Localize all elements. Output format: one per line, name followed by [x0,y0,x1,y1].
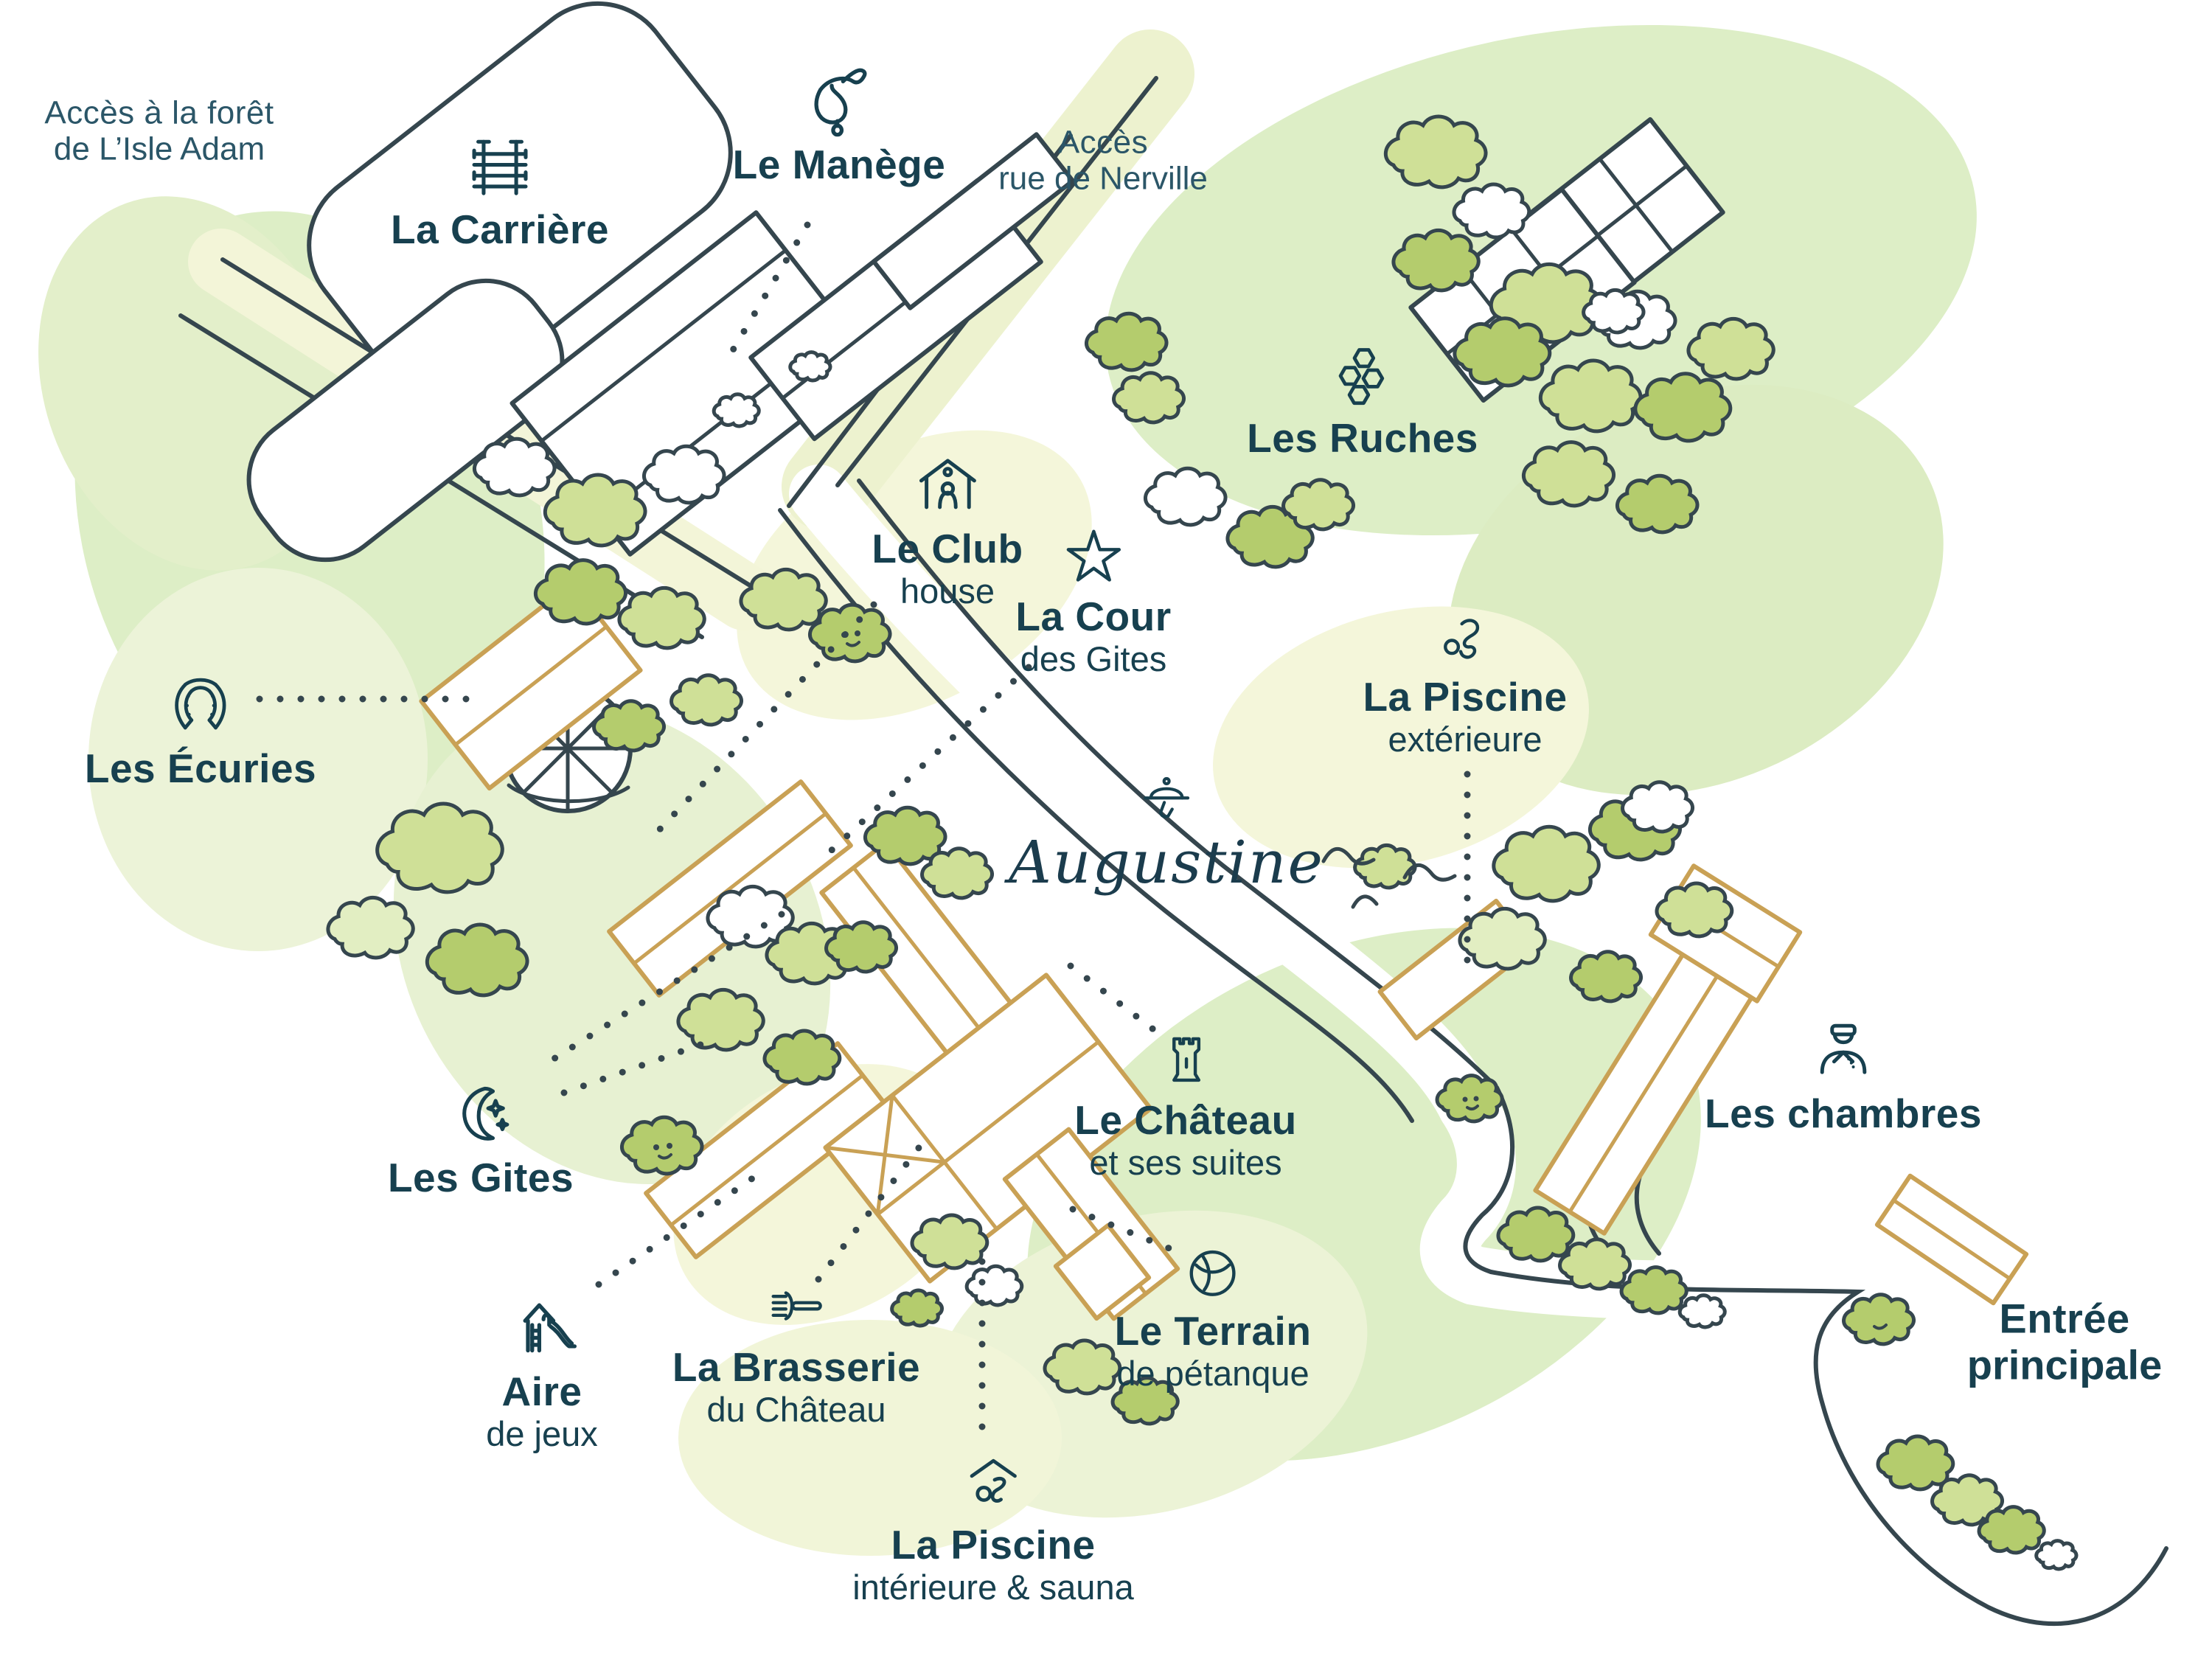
place-subtitle: house [900,571,995,611]
place-title: Entrée [1999,1295,2130,1342]
fence-icon [472,139,528,195]
label-terrain-petanque: Le Terrain de pétanque [1115,1244,1312,1393]
access-note-line: Accès à la forêt [44,94,274,131]
label-piscine-exterieure: La Piscine extérieure [1363,610,1567,759]
label-entree-principale: Entrée principale [1967,1295,2163,1388]
place-subtitle: des Gites [1020,639,1167,678]
access-note-line: Accès [1057,124,1149,161]
carriere-arena [246,1,733,563]
swimmer-icon [1443,619,1479,659]
place-title: Aire [501,1368,582,1414]
saddle-icon [814,68,867,137]
label-aire-de-jeux: Aire de jeux [486,1293,598,1453]
place-title: Les Ruches [1247,415,1478,462]
trees [328,116,2078,1570]
label-chateau: Le Château et ses suites [1074,1033,1296,1182]
place-title: principale [1966,1341,2163,1388]
place-title: Les Gites [387,1155,574,1201]
honeycomb-icon [1338,348,1385,406]
cloche-icon [1144,776,1189,818]
place-title: Les chambres [1705,1091,1982,1137]
playground-icon [523,1303,577,1353]
place-title: Le Manège [732,142,946,188]
place-subtitle: de jeux [486,1413,598,1453]
tower-icon [1172,1037,1200,1082]
place-subtitle: et ses suites [1089,1142,1282,1182]
access-note-line: rue de Nerville [998,161,1208,197]
access-note-line: de L’Isle Adam [53,131,265,167]
moon-icon [462,1086,509,1141]
chateau-building [823,973,1180,1321]
place-title: La Piscine [891,1521,1096,1568]
place-subtitle: intérieure & sauna [852,1567,1134,1607]
dotted-connectors [256,221,1471,1430]
bellhop-icon [1820,1023,1867,1074]
label-piscine-interieure: La Piscine intérieure & sauna [852,1453,1134,1607]
place-title: La Brasserie [672,1343,921,1390]
place-title: Le Terrain [1114,1307,1312,1354]
label-acces-foret: Accès à la forêt de L’Isle Adam [44,95,274,168]
star-icon [1066,529,1121,582]
label-manege: Le Manège [733,66,946,188]
petanque-icon [1190,1250,1236,1296]
place-title: La Cour [1015,593,1172,639]
label-brasserie: La Brasserie du Château [672,1281,920,1429]
label-augustine: Augustine [1009,768,1324,896]
place-subtitle: extérieure [1388,719,1543,759]
ecuries-building [419,580,643,791]
entrance-building [1874,1173,2029,1306]
place-title: Le Château [1074,1096,1297,1143]
label-cour-des-gites: La Cour des Gites [1015,528,1171,678]
label-chambres: Les chambres [1705,1019,1982,1137]
place-title: Les Écuries [84,745,317,792]
indoor-pool-icon [970,1458,1017,1503]
brand-label: Augustine [1009,828,1324,897]
fork-icon [771,1291,822,1321]
place-subtitle: de pétanque [1116,1353,1310,1393]
label-ecuries: Les Écuries [85,677,316,792]
label-gites: Les Gites [388,1082,574,1201]
place-subtitle: du Château [706,1389,886,1429]
place-title: La Carrière [391,206,609,253]
horseshoe-icon [175,678,226,730]
place-title: La Piscine [1363,673,1568,720]
clubhouse-icon [919,459,976,509]
label-club-house: Le Club house [872,454,1023,611]
label-carriere: La Carrière [391,133,609,253]
place-title: Le Club [872,525,1023,571]
label-ruches: Les Ruches [1247,347,1478,462]
label-acces-nerville: Accès rue de Nerville [998,125,1208,198]
